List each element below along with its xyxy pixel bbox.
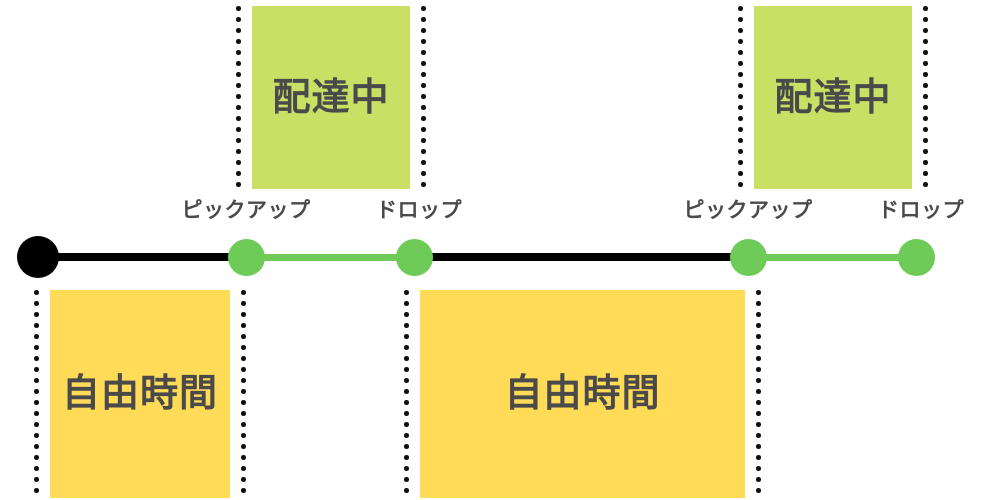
delivering-band-1: 配達中 (236, 6, 426, 189)
delivering-band-fill: 配達中 (754, 6, 912, 189)
drop-node-1-label: ドロップ (376, 199, 462, 222)
delivering-segment-2 (747, 254, 917, 261)
pickup-node-2[interactable] (730, 239, 767, 276)
freetime-band-fill: 自由時間 (50, 290, 230, 498)
delivering-band-fill: 配達中 (252, 6, 410, 189)
dotted-rail-right (756, 290, 761, 498)
dotted-rail-left (738, 6, 743, 189)
idle-segment-1 (38, 253, 243, 261)
dotted-rail-left (404, 290, 409, 498)
freetime-band-label: 自由時間 (61, 373, 218, 415)
delivering-band-label: 配達中 (774, 76, 892, 119)
drop-node-2[interactable] (898, 239, 935, 276)
freetime-band-fill: 自由時間 (420, 290, 745, 498)
pickup-node-1[interactable] (228, 239, 265, 276)
freetime-band-2: 自由時間 (404, 290, 761, 498)
dotted-rail-right (241, 290, 246, 498)
pickup-node-2-label: ピックアップ (683, 199, 813, 222)
shift-start-node[interactable] (17, 236, 59, 278)
dotted-rail-right (421, 6, 426, 189)
idle-segment-2 (415, 253, 747, 261)
dotted-rail-left (236, 6, 241, 189)
freetime-band-1: 自由時間 (34, 290, 246, 498)
dotted-rail-left (34, 290, 39, 498)
delivering-band-label: 配達中 (272, 76, 390, 119)
pickup-node-1-label: ピックアップ (181, 199, 311, 222)
dotted-rail-right (923, 6, 928, 189)
delivering-band-2: 配達中 (738, 6, 928, 189)
freetime-band-label: 自由時間 (504, 373, 661, 415)
drop-node-2-label: ドロップ (878, 199, 964, 222)
drop-node-1[interactable] (396, 239, 433, 276)
delivering-segment-1 (243, 254, 415, 261)
